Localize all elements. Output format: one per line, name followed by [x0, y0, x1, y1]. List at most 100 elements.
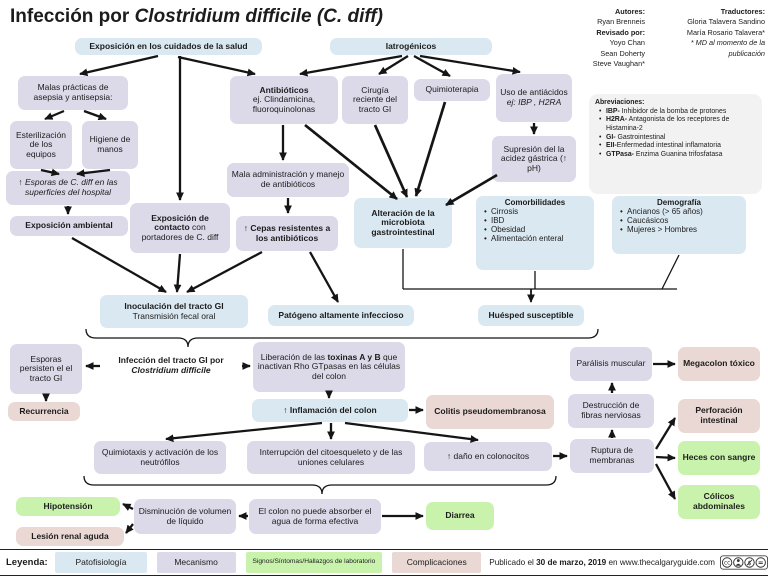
node-antiacidos-text: Uso de antiácidos	[500, 87, 568, 98]
node-antiacidos: Uso de antiácidos ej: IBP , H2RA	[496, 74, 572, 122]
demographic-item: Mujeres > Hombres	[616, 225, 742, 234]
cc-license-icons: cc $ =	[720, 555, 768, 570]
credits-block: Autores: Ryan Brenneis Revisado por: Yoy…	[553, 7, 765, 69]
node-ruptura-membranas: Ruptura de membranas	[570, 439, 654, 473]
node-demografia-title: Demografía	[656, 198, 701, 207]
node-alteracion-microbiota: Alteración de la microbiota gastrointest…	[354, 198, 452, 248]
node-megacolon: Megacolon tóxico	[678, 347, 760, 381]
node-supresion-acidez: Supresión del la acidez gástrica (↑ pH)	[492, 136, 576, 182]
svg-text:=: =	[758, 559, 764, 567]
node-paralisis: Parálisis muscular	[570, 347, 652, 381]
translator-name: María Rosario Talavera*	[686, 27, 765, 37]
abbreviation-item: EII-Enfermedad intestinal inflamatoria	[595, 142, 756, 151]
author-name: Ryan Brenneis	[597, 17, 645, 27]
abbreviation-item: H2RA- Antagonista de los receptores de H…	[595, 116, 756, 133]
legend-bar: Leyenda: Patofisiología Mecanismo Signos…	[0, 549, 768, 576]
node-comorbilidades-title: Comorbilidades	[504, 198, 566, 207]
legend-mecanismo: Mecanismo	[156, 552, 236, 573]
node-destruccion-fibras: Destrucción de fibras nerviosas	[568, 394, 654, 428]
publication-site: en www.thecalgaryguide.com	[606, 558, 715, 567]
node-exposicion-contacto-rest: con portadores de C. diff	[141, 222, 219, 242]
page-title: Infección por Clostridium difficile (C. …	[10, 6, 383, 28]
node-colicos: Cólicos abdominales	[678, 485, 760, 519]
node-interrupcion: Interrupción del citoesqueleto y de las …	[247, 441, 415, 474]
abbreviation-item: GI- Gastrointestinal	[595, 134, 756, 143]
comorbidity-item: Cirrosis	[480, 207, 590, 216]
reviewer-name: Yoyo Chan	[609, 38, 645, 48]
node-cepas-resistentes: ↑ Cepas resistentes a los antibióticos	[236, 216, 338, 251]
abbreviation-item: GTPasa- Enzima Guanina trifosfatasa	[595, 151, 756, 160]
node-huesped: Huésped susceptible	[478, 305, 584, 326]
node-perforacion: Perforación intestinal	[678, 399, 760, 433]
abbreviation-term: GI-	[606, 133, 616, 141]
node-inoculacion-sub: Transmisión fecal oral	[132, 310, 216, 321]
reviewer-name: Steve Vaughan*	[592, 59, 645, 69]
abbreviation-def: Inhibidor de la bomba de protones	[619, 107, 727, 115]
node-patogeno: Patógeno altamente infeccioso	[268, 305, 414, 326]
publication-pre: Publicado el	[489, 558, 537, 567]
abbreviation-item: IBP- Inhibidor de la bomba de protones	[595, 108, 756, 117]
node-higiene-manos: Higiene de manos	[82, 121, 138, 169]
comorbidity-item: Alimentación enteral	[480, 234, 590, 243]
page-title-organism: Clostridium difficile (C. diff)	[134, 6, 383, 27]
node-infeccion-line2: Clostridium difficile	[131, 365, 211, 375]
node-colon-no-absorbe: El colon no puede absorber el agua de fo…	[249, 499, 381, 534]
node-diarrea: Diarrea	[426, 502, 494, 530]
legend-label: Leyenda:	[6, 557, 48, 568]
svg-text:$: $	[748, 560, 752, 567]
translators-label: Traductores:	[720, 7, 765, 16]
node-infeccion-gi: Infección del tracto GI por Clostridium …	[100, 351, 242, 381]
abbreviations-title: Abreviaciones:	[595, 99, 645, 106]
node-antiacidos-examples: ej: IBP , H2RA	[506, 97, 562, 107]
node-colitis: Colitis pseudomembranosa	[426, 395, 554, 429]
node-iatrogenicos: Iatrogénicos	[330, 38, 492, 55]
node-infeccion-line1: Infección del tracto GI por	[118, 355, 224, 366]
abbreviation-term: GTPasa-	[606, 150, 634, 158]
cc-license-badge: cc $ =	[720, 555, 768, 570]
node-quimiotaxis: Quimiotaxis y activación de los neutrófi…	[94, 441, 226, 474]
translators-note: publicación	[728, 48, 765, 58]
abbreviation-def: Enfermedad intestinal inflamatoria	[616, 142, 721, 150]
legend-complicaciones: Complicaciones	[392, 552, 482, 573]
node-demografia: Demografía Ancianos (> 65 años) Caucásic…	[612, 196, 746, 254]
demographic-item: Ancianos (> 65 años)	[616, 207, 742, 216]
node-heces-sangre: Heces con sangre	[678, 441, 760, 475]
credits-translators-column: Traductores: Gloria Talavera Sandino Mar…	[651, 7, 765, 69]
node-toxinas-bold: toxinas A y B	[327, 351, 381, 362]
authors-label: Autores:	[615, 7, 645, 16]
node-inoculacion-title: Inoculación del tracto GI	[124, 300, 224, 311]
node-inoculacion: Inoculación del tracto GI Transmisión fe…	[100, 295, 248, 328]
comorbidity-item: IBD	[480, 216, 590, 225]
abbreviation-def: Antagonista de los receptores de Histami…	[606, 116, 730, 132]
node-cirugia: Cirugía reciente del tracto GI	[342, 76, 408, 124]
node-exposicion-ambiental: Exposición ambiental	[10, 216, 128, 236]
node-exposicion-salud: Exposición en los cuidados de la salud	[75, 38, 262, 55]
node-antibioticos: Antibióticos ej. Clindamicina, fluoroqui…	[230, 76, 338, 124]
node-toxinas-pre: Liberación de las	[260, 351, 328, 362]
publication-date: 30 de marzo, 2019	[536, 558, 607, 567]
legend-patofisiologia: Patofisiología	[55, 552, 147, 573]
node-recurrencia: Recurrencia	[8, 402, 80, 421]
node-exposicion-contacto: Exposición de contacto con portadores de…	[130, 203, 230, 253]
abbreviation-term: IBP-	[606, 107, 620, 115]
node-mala-administracion: Mala administración y manejo de antibiót…	[227, 163, 349, 197]
node-malas-practicas: Malas prácticas de asepsia y antisepsia:	[18, 76, 128, 110]
abbreviation-term: EII-	[606, 142, 617, 150]
svg-text:cc: cc	[724, 561, 730, 567]
node-antibioticos-body: ej. Clindamicina, fluoroquinolonas	[252, 94, 316, 114]
credits-authors-column: Autores: Ryan Brenneis Revisado por: Yoy…	[553, 7, 645, 69]
demographic-item: Caucásicos	[616, 216, 742, 225]
node-comorbilidades: Comorbilidades Cirrosis IBD Obesidad Ali…	[476, 196, 594, 270]
abbreviations-box: Abreviaciones: IBP- Inhibidor de la bomb…	[589, 94, 762, 194]
node-exposicion-contacto-title: Exposición de contacto	[151, 212, 209, 233]
node-quimioterapia: Quimioterapia	[414, 79, 490, 101]
node-esporas-persisten: Esporas persisten el el tracto GI	[10, 344, 82, 394]
translators-note: * MD al momento de la	[690, 38, 765, 48]
node-hipotension: Hipotensión	[16, 497, 120, 516]
node-esterilizacion: Esterilización de los equipos	[10, 121, 72, 169]
reviewed-label: Revisado por:	[596, 27, 645, 37]
node-toxinas-post: que inactivan Rho GTpasas en las células…	[257, 351, 401, 381]
reviewer-name: Sean Doherty	[600, 48, 645, 58]
abbreviation-def: Gastrointestinal	[615, 133, 666, 141]
